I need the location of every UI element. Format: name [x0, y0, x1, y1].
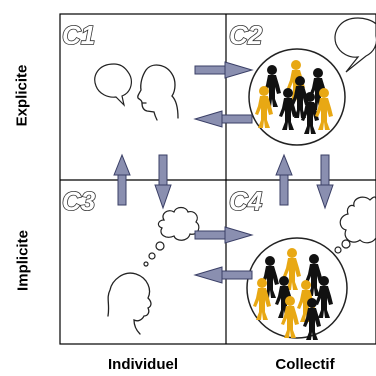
arrow-c2-to-c4: [316, 154, 334, 210]
speech-bubble-icon: [334, 17, 376, 73]
talking-head-icon: [137, 64, 179, 121]
thinking-head-icon: [107, 272, 152, 335]
arrow-c3-to-c4: [194, 226, 254, 244]
thought-bubble-icon: [143, 206, 200, 267]
quadrant-label-c4: C4: [229, 186, 263, 216]
y-axis-label-top: Explicite: [13, 64, 31, 127]
x-axis-label-left: Individuel: [107, 356, 178, 373]
arrow-c3-to-c1: [113, 153, 131, 206]
group-circle: [248, 48, 346, 146]
quadrant-label-c1: C1: [62, 20, 95, 50]
arrow-c2-to-c1: [193, 110, 253, 128]
arrow-c1-to-c3: [154, 154, 172, 210]
arrow-c4-to-c2: [275, 153, 293, 206]
quadrant-label-c2: C2: [229, 20, 263, 50]
arrow-c1-to-c2: [194, 61, 254, 79]
arrow-c4-to-c3: [193, 266, 253, 284]
quadrant-label-c3: C3: [62, 186, 96, 216]
group-circle: [246, 237, 348, 340]
y-axis-label-bottom: Implicite: [14, 230, 32, 291]
speech-bubble-icon: [94, 63, 132, 107]
thought-bubble-icon: [334, 196, 376, 254]
x-axis-label-right: Collectif: [275, 356, 335, 373]
